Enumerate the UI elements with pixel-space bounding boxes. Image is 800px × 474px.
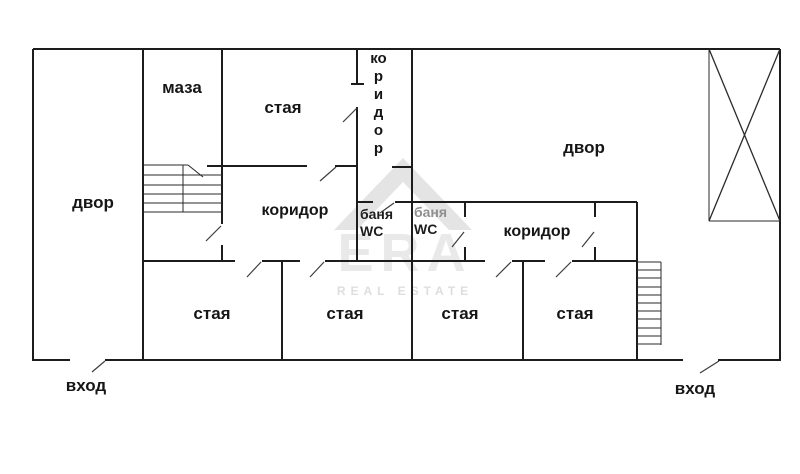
label-corridor-top: коридор bbox=[370, 50, 387, 157]
watermark-tagline-text: REAL ESTATE bbox=[336, 284, 474, 298]
label-bath-2: баня WC bbox=[414, 204, 447, 238]
label-yard-left: двор bbox=[72, 193, 114, 212]
era-house-icon bbox=[334, 158, 472, 230]
label-bath-2-line2: WC bbox=[414, 221, 438, 237]
label-bath-2-line1: баня bbox=[414, 204, 448, 220]
label-entrance-right: вход bbox=[674, 379, 716, 398]
outer-walls bbox=[32, 48, 781, 361]
ladder-right bbox=[637, 261, 662, 345]
label-room-2: стая bbox=[326, 304, 364, 323]
label-bath-1-line2: WC bbox=[360, 223, 384, 239]
watermark-brand-text: ERA bbox=[337, 223, 473, 283]
terrace-x-box bbox=[708, 48, 781, 222]
door-swings bbox=[91, 107, 720, 374]
label-entrance-left: вход bbox=[65, 376, 107, 395]
label-room-top: стая bbox=[264, 98, 302, 117]
label-cellar: маза bbox=[162, 78, 202, 97]
label-corridor-main: коридор bbox=[261, 202, 329, 219]
label-room-4: стая bbox=[556, 304, 594, 323]
label-bath-1: баня WC bbox=[360, 206, 393, 240]
label-room-1: стая bbox=[193, 304, 231, 323]
label-corridor-right: коридор bbox=[503, 223, 571, 240]
interior-walls bbox=[142, 49, 638, 360]
label-yard-right: двор bbox=[563, 138, 605, 157]
stairs-left bbox=[143, 164, 222, 213]
label-bath-1-line1: баня bbox=[360, 206, 394, 222]
era-watermark: ERA REAL ESTATE bbox=[330, 148, 480, 298]
label-room-3: стая bbox=[441, 304, 479, 323]
